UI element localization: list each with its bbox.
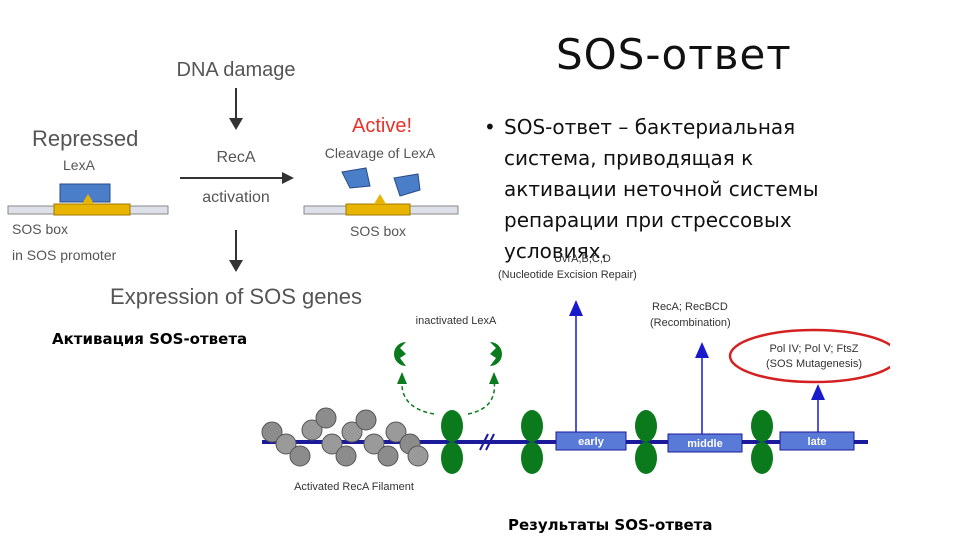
bullet-dot: • (484, 115, 496, 139)
lexa-bump (82, 194, 94, 204)
lexa-fragment-2 (393, 173, 421, 197)
sos-bump-right (374, 194, 386, 204)
label-pol-1: Pol IV; Pol V; FtsZ (769, 343, 858, 355)
label-expression: Expression of SOS genes (110, 284, 362, 309)
lexa-fragment-1 (341, 167, 371, 189)
label-reca: RecA (216, 149, 255, 166)
label-activation: activation (202, 189, 270, 206)
lexa-fragment-right (490, 342, 502, 366)
reca-bead (407, 445, 429, 467)
label-sos-box: SOS box (350, 223, 406, 239)
label-repressed: Repressed (32, 126, 138, 151)
label-reca-1: RecA; RecBCD (652, 301, 728, 313)
arrow-reca-head (695, 342, 709, 358)
reca-bead (301, 419, 323, 441)
label-uvr-2: (Nucleotide Excision Repair) (498, 269, 637, 281)
label-dna-damage: DNA damage (177, 59, 296, 81)
label-sos-box-1: SOS box (12, 221, 68, 237)
dna-break-mark (485, 433, 495, 451)
label-active: Active! (352, 115, 412, 137)
dashed-arrow-right (467, 379, 496, 415)
gene-box-late (779, 431, 855, 451)
reca-filament (261, 407, 429, 467)
reca-bead (315, 407, 337, 429)
dashed-arrow-right-head (489, 372, 499, 384)
label-middle: middle (687, 438, 722, 450)
arrow-head-right (282, 172, 294, 184)
highlight-ellipse (728, 328, 890, 384)
label-sos-box-2: in SOS promoter (12, 247, 117, 263)
lexa-dimer (635, 410, 657, 474)
lexa-dimer (441, 410, 463, 474)
reca-bead (355, 409, 377, 431)
arrow-pol-head (811, 384, 825, 400)
lexa-dimer (751, 410, 773, 474)
reca-bead (335, 445, 357, 467)
arrow-head-top (229, 118, 243, 130)
label-early: early (578, 436, 605, 448)
lexa-fragment-left (394, 342, 406, 366)
reca-bead (321, 433, 343, 455)
reca-bead (385, 421, 407, 443)
gene-box-middle (667, 433, 743, 453)
label-pol-2: (SOS Mutagenesis) (766, 358, 862, 370)
caption-results: Результаты SOS-ответа (508, 516, 713, 534)
reca-bead (289, 445, 311, 467)
gene-box-early (555, 431, 627, 451)
sos-results-diagram: Activated RecA Filament inactivated LexA… (261, 253, 890, 493)
dashed-arrow-left-head (397, 372, 407, 384)
caption-activation: Активация SOS-ответа (52, 330, 248, 348)
arrow-uvr-head (569, 300, 583, 316)
sos-box-right (345, 203, 411, 216)
reca-bead (341, 421, 363, 443)
label-reca-2: (Recombination) (650, 317, 731, 329)
lexa-dimer (521, 410, 543, 474)
reca-bead (377, 445, 399, 467)
reca-bead (363, 433, 385, 455)
label-uvr-1: UvrA,B,C,D (554, 253, 611, 265)
slide-title: SOS-ответ (556, 30, 792, 79)
label-cleavage: Cleavage of LexA (325, 145, 436, 161)
sos-activation-diagram: DNA damage Repressed LexA SOS box in SOS… (7, 59, 459, 309)
arrow-head-bottom (229, 260, 243, 272)
dna-break-mark (479, 433, 489, 451)
bullet-text: SOS-ответ – бактериальная система, приво… (504, 115, 819, 263)
dashed-arrow-left (401, 379, 435, 415)
label-late: late (808, 436, 827, 448)
reca-bead (275, 433, 297, 455)
sos-box-left (53, 203, 131, 216)
label-lexa: LexA (63, 157, 96, 173)
reca-bead (261, 421, 283, 443)
label-inactivated-lexa: inactivated LexA (416, 315, 497, 327)
label-filament: Activated RecA Filament (294, 481, 414, 493)
